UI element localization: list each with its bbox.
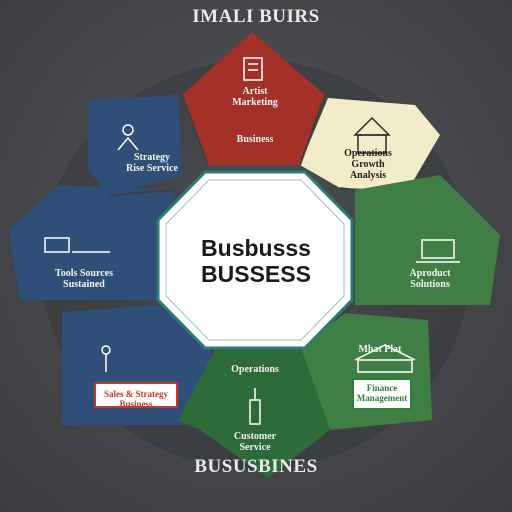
segment-left-label: Tools Sources Sustained: [34, 268, 134, 290]
pin-icon: [101, 345, 111, 372]
finance-badge-line2: Management: [356, 393, 408, 403]
center-title-line1: Busbusss: [201, 235, 311, 261]
segment-bottom-right-label: Mhat Plat: [358, 344, 402, 355]
sales-badge-line1: Sales &: [104, 389, 134, 399]
segment-right-line2: Solutions: [410, 279, 450, 290]
segment-left-line2: Sustained: [63, 279, 105, 290]
segment-top-left: [88, 95, 182, 195]
segment-top-left-line1: Strategy: [133, 152, 171, 163]
segment-bottom-line2: Customer: [233, 431, 277, 442]
diagram-footer: BUSUSBINES: [194, 456, 318, 477]
diagram-title: IMALI BUIRS: [192, 6, 320, 27]
segment-bottom: [178, 345, 330, 478]
segment-top-right-line1: Operations: [344, 148, 392, 159]
monitor-icon: [44, 237, 110, 253]
laptop-icon: [416, 239, 460, 263]
segment-top-line1: Artist: [242, 86, 268, 97]
segment-top-right-line2: Growth: [351, 159, 385, 170]
segment-top-left-line2: Rise Service: [126, 163, 178, 174]
segment-top-right-line3: Analysis: [349, 170, 387, 181]
building-icon: [353, 116, 391, 154]
warehouse-icon: [354, 344, 416, 373]
segment-left: [8, 185, 175, 300]
person-icon: [117, 124, 139, 151]
segment-bottom-line1: Operations: [231, 364, 279, 375]
divider-lines: [109, 94, 356, 351]
segment-right-label: Aproduct Solutions: [380, 268, 480, 290]
tower-icon: [249, 388, 261, 425]
center-octagon: [156, 170, 354, 350]
segment-top-line2: Marketing: [232, 97, 278, 108]
segment-top-left-label: Strategy Rise Service: [112, 152, 192, 174]
finance-badge-line1: Finance: [366, 383, 398, 393]
segment-top-label: Artist Marketing Business: [205, 86, 305, 145]
clipboard-icon: [243, 57, 263, 81]
segment-top-right: [300, 98, 440, 190]
finance-badge: Finance Management: [352, 378, 412, 410]
segment-bottom-line3: Service: [239, 442, 271, 453]
sales-badge: Sales & Strategy Business: [94, 382, 178, 409]
segment-bottom-label: Operations Customer Service: [210, 364, 300, 453]
segment-top-right-label: Operations Growth Analysis: [318, 148, 418, 181]
sales-badge-line2: Strategy Business: [119, 389, 168, 409]
center-title-line2: BUSSESS: [201, 261, 311, 287]
center-octagon-inner: [165, 179, 345, 341]
segment-top: [182, 32, 325, 165]
segment-left-line1: Tools Sources: [54, 268, 114, 279]
segment-right-line1: Aproduct: [409, 268, 451, 279]
segment-top-line3: Business: [236, 134, 274, 145]
